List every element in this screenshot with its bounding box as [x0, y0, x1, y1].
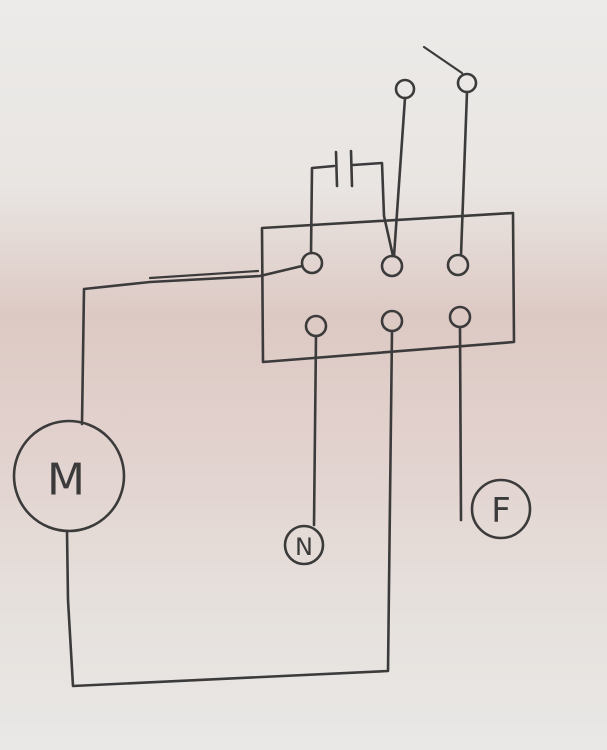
- wire-motor-return: [65, 329, 394, 688]
- phase-label: F: [491, 491, 511, 531]
- phase-terminal: [470, 478, 532, 540]
- terminal-bottom-right: [448, 305, 472, 329]
- capacitor-wire-right: [351, 161, 395, 258]
- terminal-bottom-left: [304, 314, 328, 338]
- terminal-block: [260, 211, 516, 364]
- wire-neutral: [312, 334, 318, 527]
- terminal-bottom-middle: [380, 309, 404, 333]
- capacitor-plate-right: [349, 149, 354, 188]
- terminal-top-right: [446, 253, 470, 277]
- switch-contact-right: [456, 72, 478, 94]
- wire-phase: [458, 325, 463, 522]
- wire-switch-right: [459, 90, 469, 257]
- wire-motor-top-stroke: [148, 269, 260, 280]
- switch-contact-left: [394, 78, 416, 100]
- terminal-top-left: [300, 251, 324, 275]
- terminal-top-middle: [380, 254, 404, 278]
- motor-label: M: [47, 455, 85, 506]
- wire-switch-left: [392, 96, 407, 258]
- wire-motor-top: [80, 264, 304, 426]
- capacitor-plate-left: [334, 150, 339, 188]
- capacitor-wire-left: [309, 164, 336, 255]
- neutral-terminal: [283, 524, 325, 566]
- motor-symbol: [12, 419, 126, 533]
- switch-lever: [422, 45, 464, 75]
- neutral-label: N: [295, 533, 313, 561]
